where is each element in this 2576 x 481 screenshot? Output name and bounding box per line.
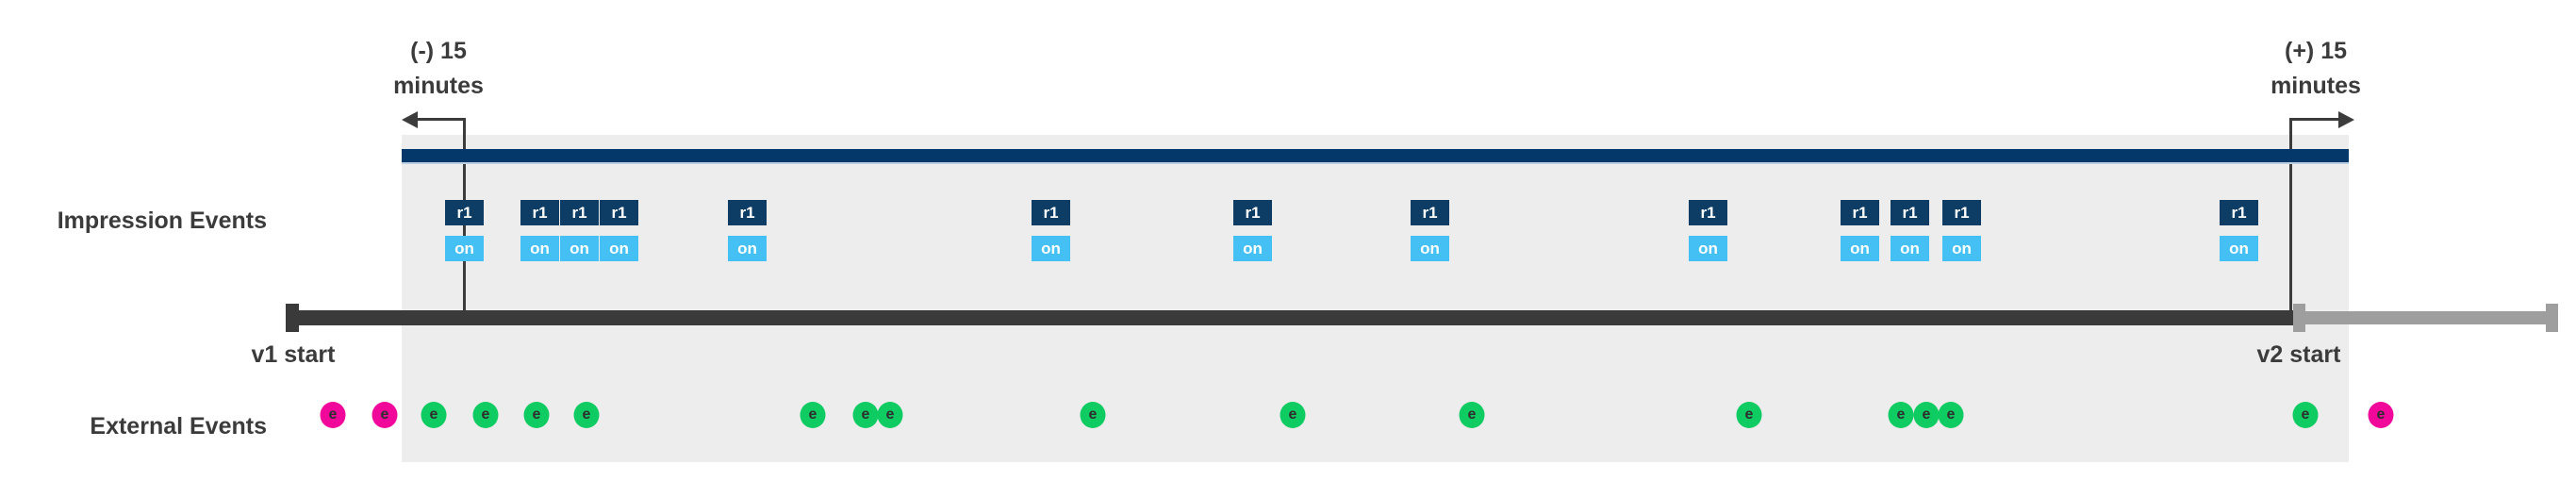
impression-status-on: on <box>1233 236 1272 261</box>
impression-event: r1 on <box>1233 200 1272 261</box>
v2-start-label: v2 start <box>2256 341 2341 368</box>
plus-15-minutes-line1: (+) 15 <box>2284 38 2348 64</box>
external-event-dot-green: e <box>800 402 826 428</box>
external-event-dot-green: e <box>1736 402 1762 428</box>
impression-tag-r1: r1 <box>560 200 599 225</box>
external-event-dot-green: e <box>1913 402 1940 428</box>
evaluation-window-panel <box>402 135 2349 462</box>
campaign-bar <box>402 149 2349 164</box>
external-event-dot-green: e <box>472 402 499 428</box>
external-event-dot-green: e <box>1280 402 1306 428</box>
impression-tag-r1: r1 <box>1233 200 1272 225</box>
impression-event: r1 on <box>520 200 559 261</box>
impression-event: r1 on <box>560 200 599 261</box>
impression-event: r1 on <box>1891 200 1929 261</box>
left-arrowhead-icon <box>402 111 418 128</box>
impression-status-on: on <box>600 236 638 261</box>
impression-event: r1 on <box>728 200 767 261</box>
impression-event: r1 on <box>1942 200 1981 261</box>
v2-window-marker-line <box>2289 118 2292 310</box>
external-event-dot-green: e <box>877 402 903 428</box>
timeline-end-tick <box>2546 304 2558 332</box>
external-event-dot-green: e <box>1459 402 1485 428</box>
external-event-dot-green: e <box>421 402 447 428</box>
impression-tag-r1: r1 <box>520 200 559 225</box>
impression-status-on: on <box>560 236 599 261</box>
impression-tag-r1: r1 <box>728 200 767 225</box>
external-event-dot-green: e <box>573 402 600 428</box>
v1-start-label: v1 start <box>251 341 336 368</box>
plus-15-minutes-line2: minutes <box>2271 73 2361 99</box>
impression-status-on: on <box>1032 236 1070 261</box>
plus-15-minutes-label: (+) 15 minutes <box>2271 34 2361 104</box>
impression-event: r1 on <box>1411 200 1449 261</box>
external-event-dot-green: e <box>852 402 879 428</box>
impression-tag-r1: r1 <box>1942 200 1981 225</box>
external-event-dot-green: e <box>523 402 550 428</box>
external-events-label: External Events <box>90 413 267 440</box>
timeline-v1-segment <box>289 310 2293 325</box>
impression-status-on: on <box>1841 236 1879 261</box>
impression-event: r1 on <box>600 200 638 261</box>
impression-event: r1 on <box>1841 200 1879 261</box>
impression-status-on: on <box>728 236 767 261</box>
external-event-dot-pink: e <box>320 402 346 428</box>
impression-event: r1 on <box>1032 200 1070 261</box>
external-event-dot-green: e <box>1888 402 1914 428</box>
impression-status-on: on <box>445 236 484 261</box>
external-event-dot-pink: e <box>2368 402 2394 428</box>
impression-tag-r1: r1 <box>600 200 638 225</box>
impression-status-on: on <box>2220 236 2258 261</box>
impression-tag-r1: r1 <box>1411 200 1449 225</box>
impression-events-label: Impression Events <box>57 207 267 234</box>
impression-tag-r1: r1 <box>445 200 484 225</box>
plus-15-arrow-line <box>2291 118 2340 121</box>
external-event-dot-pink: e <box>372 402 398 428</box>
external-event-dot-green: e <box>1080 402 1106 428</box>
timeline-v2-segment <box>2299 311 2548 324</box>
external-event-dot-green: e <box>2292 402 2319 428</box>
impression-tag-r1: r1 <box>1841 200 1879 225</box>
minus-15-minutes-line1: (-) 15 <box>410 38 467 64</box>
impression-event: r1 on <box>445 200 484 261</box>
impression-tag-r1: r1 <box>1891 200 1929 225</box>
minus-15-minutes-line2: minutes <box>393 73 484 99</box>
minus-15-minutes-label: (-) 15 minutes <box>393 34 484 104</box>
minus-15-arrow-line <box>407 118 464 121</box>
impression-status-on: on <box>1891 236 1929 261</box>
v2-start-tick <box>2293 304 2305 332</box>
impression-tag-r1: r1 <box>2220 200 2258 225</box>
external-event-dot-green: e <box>1938 402 1964 428</box>
impression-tag-r1: r1 <box>1032 200 1070 225</box>
impression-status-on: on <box>1942 236 1981 261</box>
impression-tag-r1: r1 <box>1689 200 1727 225</box>
impression-event: r1 on <box>1689 200 1727 261</box>
impression-status-on: on <box>520 236 559 261</box>
impression-event: r1 on <box>2220 200 2258 261</box>
impression-status-on: on <box>1411 236 1449 261</box>
impression-status-on: on <box>1689 236 1727 261</box>
right-arrowhead-icon <box>2338 111 2354 128</box>
